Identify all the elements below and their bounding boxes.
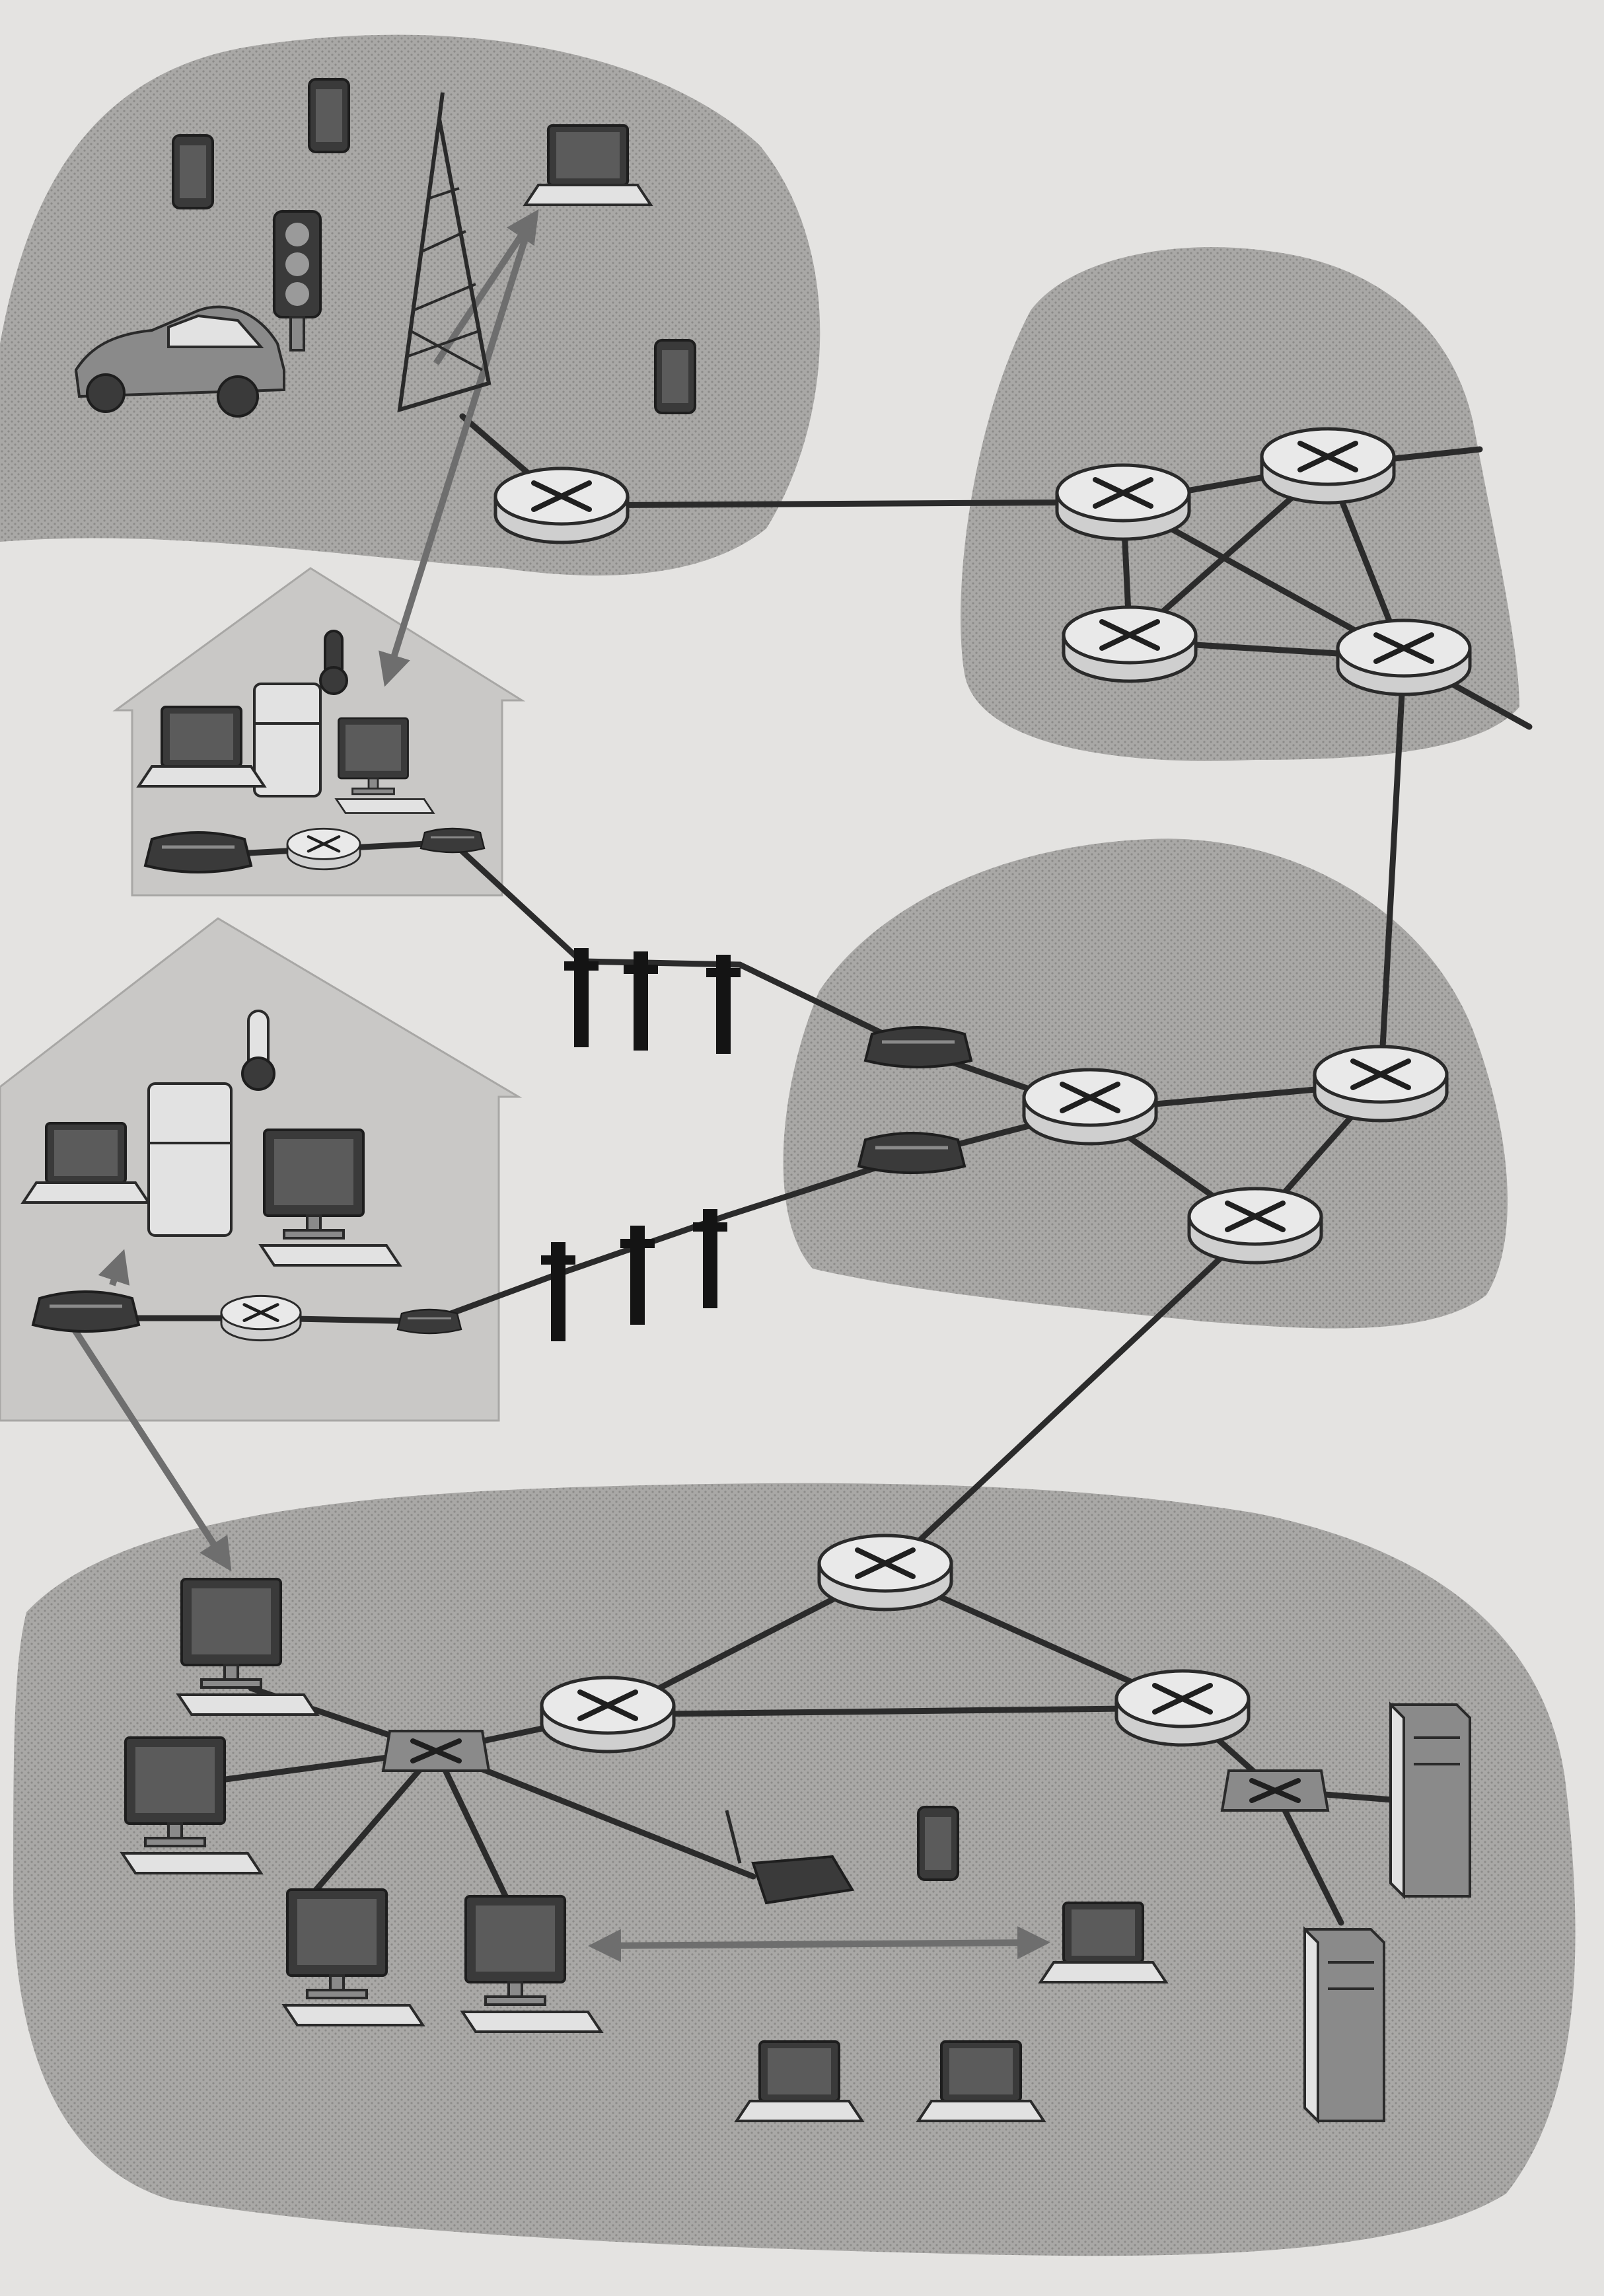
wireless-access-point-icon bbox=[725, 1810, 855, 1905]
thermometer-icon bbox=[319, 630, 348, 695]
utility-pole-icon bbox=[706, 955, 741, 1054]
cell-tower-icon bbox=[397, 92, 492, 413]
home-network-2-house bbox=[0, 917, 523, 1422]
wireless-modem-icon bbox=[33, 1292, 139, 1331]
utility-pole-icon bbox=[564, 948, 599, 1047]
router-icon bbox=[1057, 465, 1189, 539]
router-icon bbox=[1262, 429, 1394, 503]
router-icon bbox=[1024, 1070, 1156, 1144]
refrigerator-icon bbox=[147, 1082, 233, 1237]
router-icon bbox=[542, 1678, 674, 1752]
router-icon bbox=[1315, 1047, 1447, 1121]
smartphone-icon bbox=[172, 134, 214, 209]
ethernet-switch-icon bbox=[1222, 1771, 1328, 1810]
car-icon bbox=[74, 305, 285, 418]
router-icon bbox=[1338, 620, 1470, 694]
mobile-network-region bbox=[0, 34, 820, 576]
utility-pole-icon bbox=[624, 951, 658, 1051]
smartphone-icon bbox=[654, 339, 696, 414]
traffic-light-icon bbox=[273, 210, 322, 352]
utility-pole-icon bbox=[620, 1226, 655, 1325]
cmts-icon bbox=[865, 1027, 971, 1067]
utility-pole-icon bbox=[541, 1242, 575, 1341]
server-icon bbox=[1303, 1928, 1385, 2122]
router-icon bbox=[819, 1536, 951, 1610]
wireless-modem-icon bbox=[145, 833, 251, 872]
thermometer-icon bbox=[241, 1010, 275, 1091]
tablet-icon bbox=[308, 78, 350, 153]
server-icon bbox=[1389, 1703, 1471, 1898]
home-router-icon bbox=[287, 829, 360, 870]
router-icon bbox=[1116, 1671, 1249, 1745]
cable-modem-icon bbox=[419, 827, 486, 854]
utility-pole-icon bbox=[693, 1209, 727, 1308]
wireless-links bbox=[59, 209, 1050, 1962]
router-icon bbox=[1189, 1189, 1321, 1263]
tablet-icon bbox=[917, 1806, 959, 1881]
cmts-icon bbox=[859, 1133, 965, 1173]
refrigerator-icon bbox=[253, 683, 322, 797]
ethernet-switch-icon bbox=[383, 1731, 489, 1771]
router-icon bbox=[495, 468, 628, 542]
router-icon bbox=[1064, 607, 1196, 681]
home-router-icon bbox=[221, 1296, 301, 1340]
cable-modem-icon bbox=[396, 1308, 462, 1335]
